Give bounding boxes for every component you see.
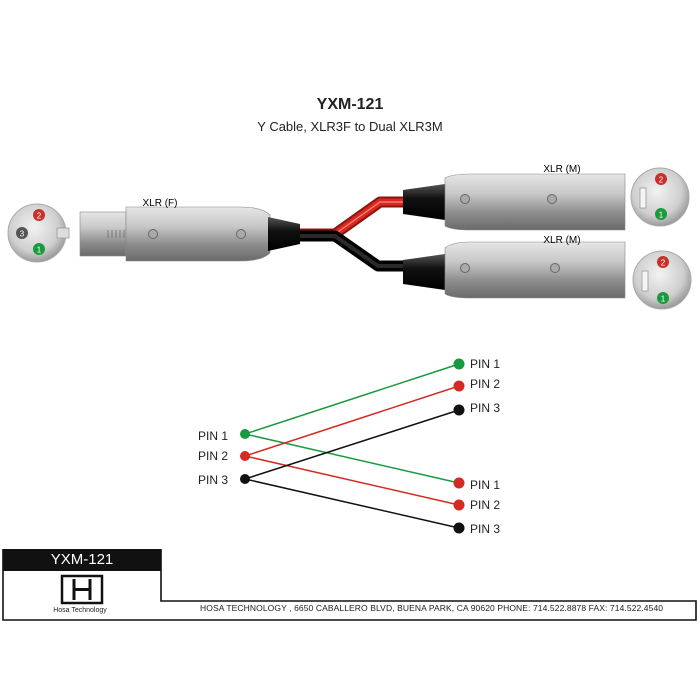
male-bottom-pin1-number: 1: [661, 295, 666, 304]
male-xlr-connector-bottom: [403, 241, 626, 299]
female-pin2-dot: [33, 209, 45, 221]
hosa-logo-text: Hosa Technology: [53, 607, 107, 614]
left-pin3-label: PIN 3: [198, 473, 228, 487]
wiring-pin-dots: [240, 358, 465, 534]
right-top-pin2-label: PIN 2: [470, 377, 500, 391]
right-bottom-pin3-dot: [453, 522, 465, 534]
title-block-frame: [2, 549, 697, 621]
right-bottom-pin1-dot: [453, 477, 465, 489]
right-bottom-pin3-label: PIN 3: [470, 522, 500, 536]
diagram-title: YXM-121: [316, 96, 384, 113]
title-block-address: HOSA TECHNOLOGY , 6650 CABALLERO BLVD, B…: [200, 603, 664, 613]
right-bottom-pin2-dot: [453, 499, 465, 511]
male-xlr-face-bottom: 2 1: [632, 250, 692, 310]
male-xlr-face-top: 2 1: [630, 167, 690, 227]
left-pin2-dot: [240, 451, 250, 461]
female-pin3-number: 3: [20, 230, 25, 239]
male-top-pin1-number: 1: [659, 211, 664, 220]
male-xlr-connector-top: [403, 173, 626, 231]
female-xlr-connector: [79, 206, 300, 262]
wire-pin2-top: [244, 385, 460, 457]
wire-pin2-bottom: [244, 455, 460, 506]
right-top-pin2-dot: [453, 380, 465, 392]
female-pin1-number: 1: [37, 246, 42, 255]
wire-pin3-bottom: [244, 478, 460, 529]
wire-pin1-top: [244, 363, 460, 435]
female-pin2-number: 2: [37, 212, 42, 221]
left-pin1-dot: [240, 429, 250, 439]
left-pin1-label: PIN 1: [198, 429, 228, 443]
diagram-subtitle: Y Cable, XLR3F to Dual XLR3M: [257, 119, 443, 134]
right-top-pin3-label: PIN 3: [470, 401, 500, 415]
right-top-pin3-dot: [453, 404, 465, 416]
right-bottom-pin2-label: PIN 2: [470, 498, 500, 512]
left-pin2-label: PIN 2: [198, 449, 228, 463]
male-bottom-connector-label: XLR (M): [543, 235, 580, 246]
male-top-pin2-number: 2: [659, 176, 664, 185]
female-connector-label: XLR (F): [143, 198, 178, 209]
right-bottom-pin1-label: PIN 1: [470, 478, 500, 492]
male-top-connector-label: XLR (M): [543, 164, 580, 175]
female-pin1-dot: [33, 243, 45, 255]
hosa-logo-icon: [60, 574, 104, 605]
male-bottom-pin2-number: 2: [661, 259, 666, 268]
wire-pin1-bottom: [244, 433, 460, 484]
right-top-pin1-dot: [453, 358, 465, 370]
female-pin3-dot: [16, 227, 28, 239]
y-split-cables: [300, 196, 420, 272]
wiring-lines: [244, 363, 460, 529]
right-top-pin1-label: PIN 1: [470, 357, 500, 371]
title-block-model: YXM-121: [3, 549, 161, 571]
left-pin3-dot: [240, 474, 250, 484]
wire-pin3-top: [244, 409, 460, 480]
female-xlr-face: 2 3 1: [7, 203, 70, 263]
